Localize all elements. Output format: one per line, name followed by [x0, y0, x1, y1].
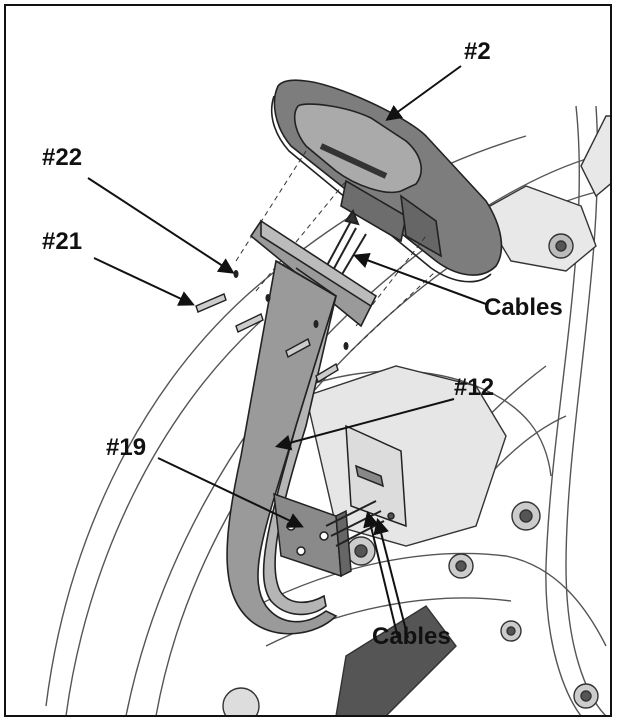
leader-cables-lower-1 — [363, 510, 399, 639]
label-part-19: #19 — [106, 434, 147, 461]
label-part-21: #21 — [42, 228, 83, 255]
leader-part-19 — [157, 457, 304, 528]
assembly-drawing — [45, 65, 610, 715]
upper-handle-bracket — [480, 115, 610, 272]
leader-cables-lower-2 — [373, 517, 409, 639]
leader-part-12 — [274, 398, 455, 451]
leader-part-21 — [93, 257, 195, 306]
label-cables-lower: Cables — [372, 623, 451, 650]
label-part-12: #12 — [454, 374, 495, 401]
screws-21 — [195, 293, 339, 384]
console-display — [270, 79, 503, 283]
label-part-2: #2 — [464, 38, 491, 65]
leader-part-22 — [87, 177, 235, 274]
label-cables-upper: Cables — [484, 294, 563, 321]
leader-part-2 — [385, 65, 462, 121]
diagram-frame: #2 #22 #21 Cables #12 #19 Cables — [4, 4, 612, 717]
label-part-22: #22 — [42, 144, 83, 171]
leader-cables-upper — [352, 252, 487, 305]
washers-22 — [233, 270, 349, 350]
leader-lines — [87, 65, 487, 639]
